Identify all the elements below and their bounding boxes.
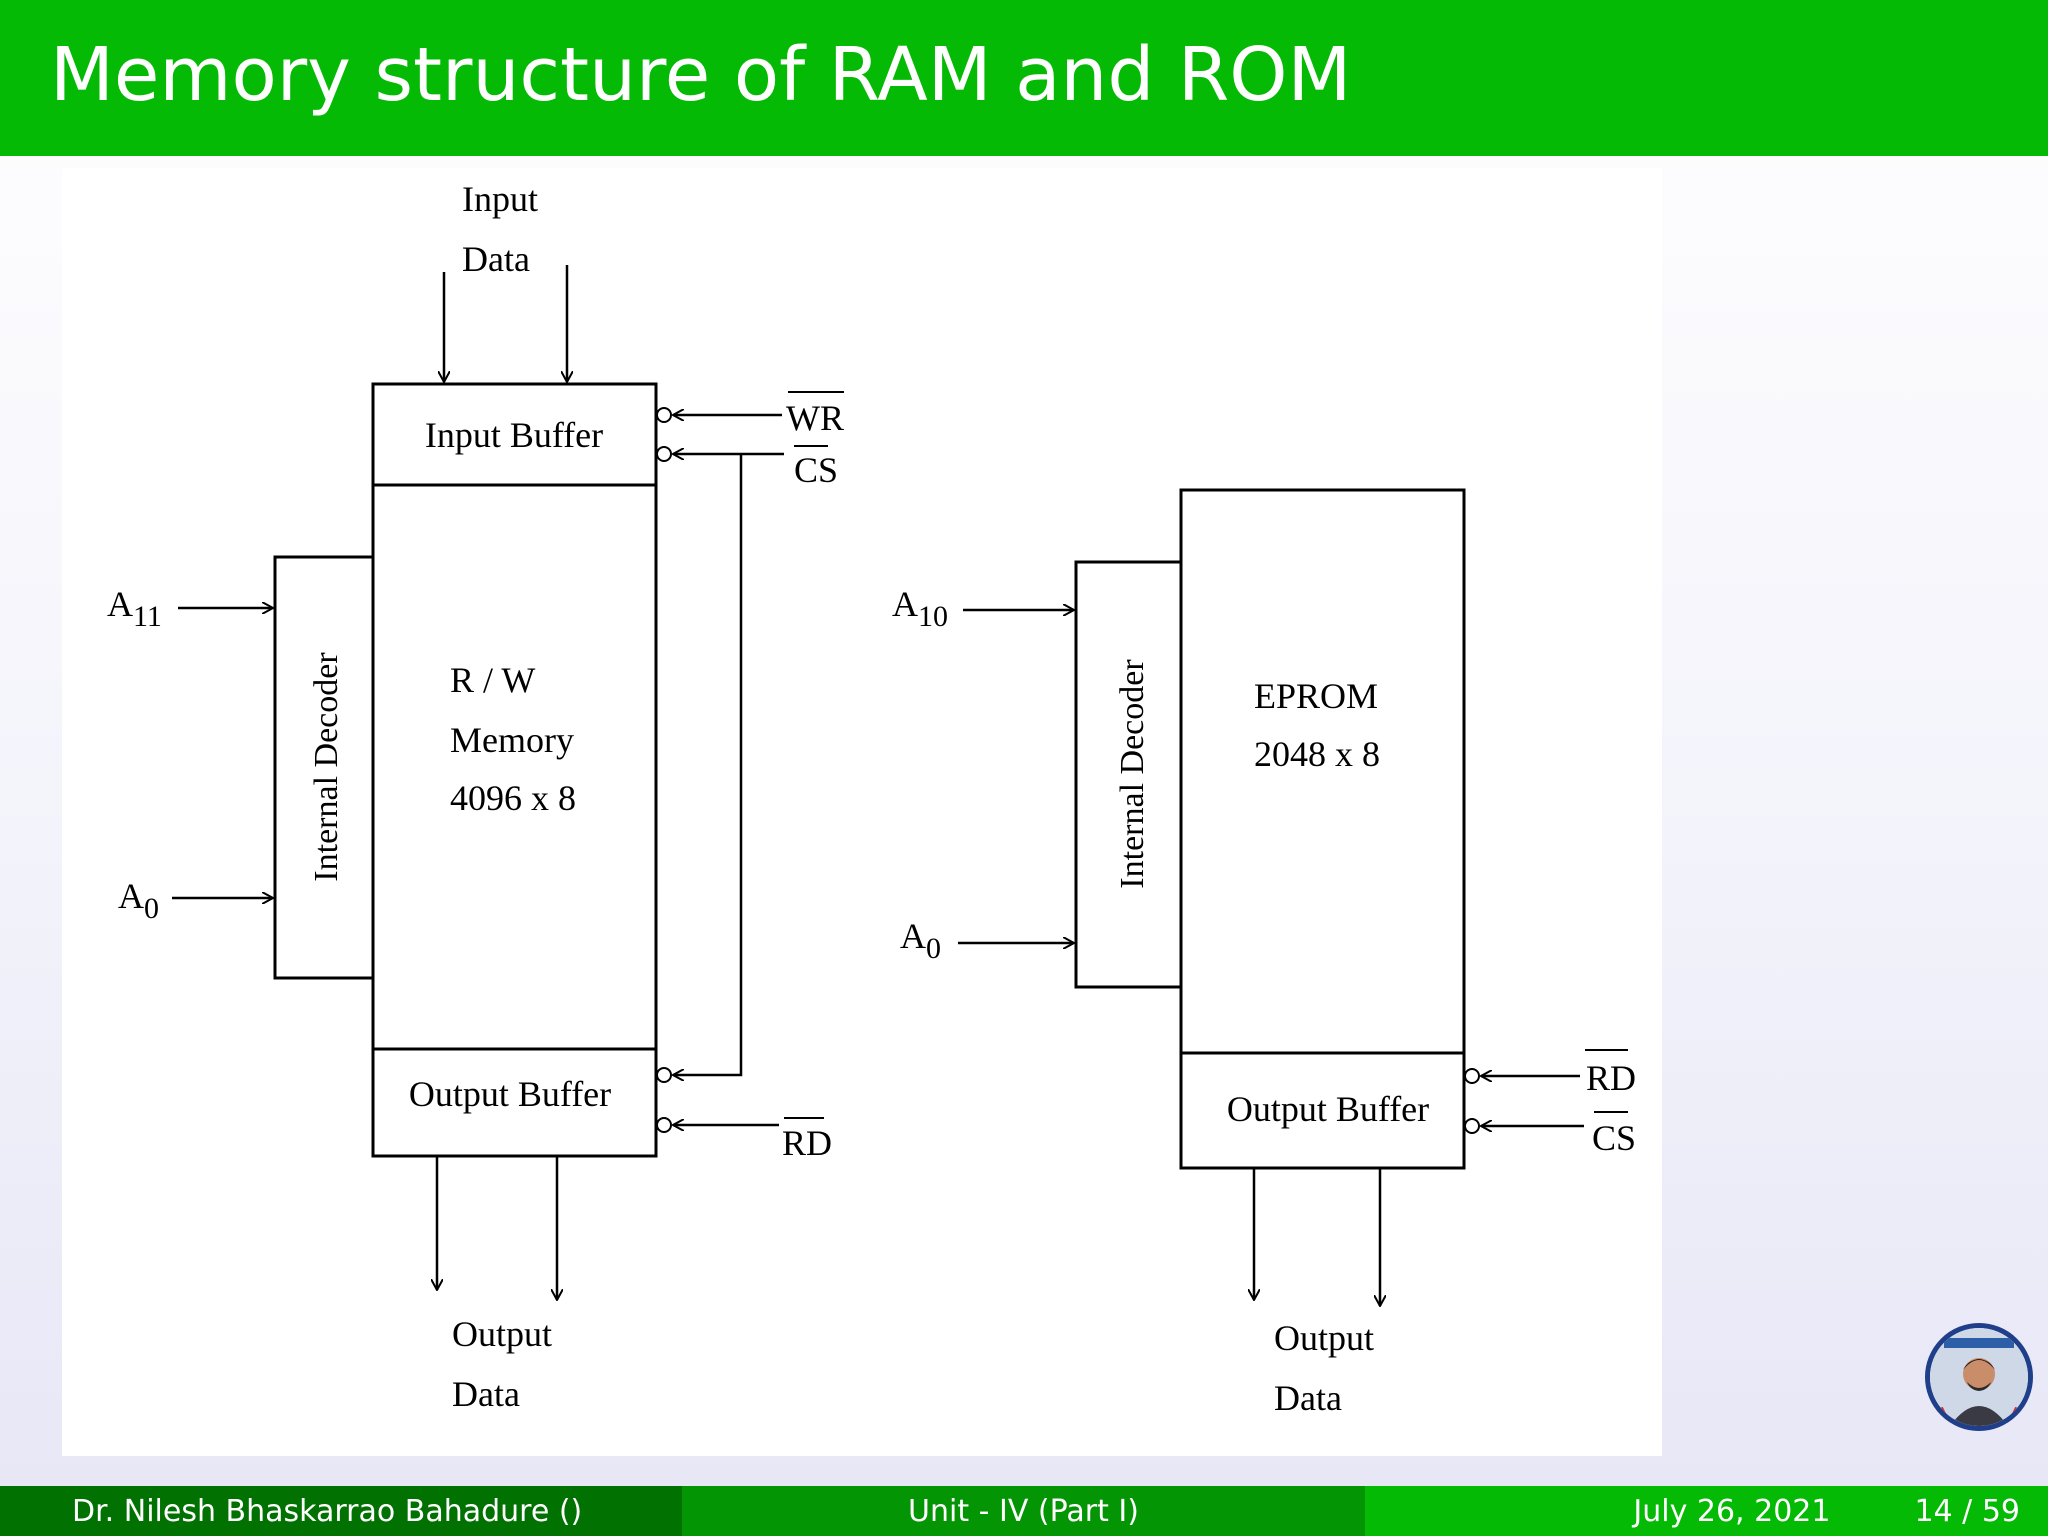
rom-a0-label: A0: [900, 916, 941, 965]
ram-memory-label-line2: Memory: [450, 720, 574, 760]
footer-date: July 26, 2021: [1633, 1493, 1831, 1529]
footer-author-section: Dr. Nilesh Bhaskarrao Bahadure (): [0, 1486, 682, 1536]
rom-rd-bubble: [1464, 1068, 1480, 1084]
ram-rd-bubble: [656, 1117, 672, 1133]
rom-cs-bubble: [1464, 1118, 1480, 1134]
ram-output-data-label-line1: Output: [452, 1314, 552, 1354]
rom-output-data-label-line2: Data: [1274, 1378, 1342, 1418]
presenter-photo: [1930, 1328, 2028, 1426]
ram-memory-label-line3: 4096 x 8: [450, 778, 576, 818]
ram-rd-label: RD: [782, 1123, 832, 1163]
ram-memory-block: [371, 382, 658, 1158]
footer-date-section: July 26, 2021 14 / 59: [1365, 1486, 2048, 1536]
footer-unit: Unit - IV (Part I): [908, 1493, 1139, 1529]
footer: Dr. Nilesh Bhaskarrao Bahadure () Unit -…: [0, 1486, 2048, 1536]
footer-author: Dr. Nilesh Bhaskarrao Bahadure (): [72, 1493, 583, 1529]
diagram-panel: Input Data Input Buffer Output Buffer R …: [62, 168, 1662, 1456]
slide-title: Memory structure of RAM and ROM: [50, 32, 1352, 118]
ram-input-data-label-line1: Input: [462, 179, 538, 219]
ram-a0-label: A0: [118, 876, 159, 925]
ram-input-data-label-line2: Data: [462, 239, 530, 279]
footer-page-number: 14 / 59: [1914, 1493, 2020, 1529]
rom-cs-label: CS: [1592, 1118, 1636, 1158]
title-bar: Memory structure of RAM and ROM: [0, 0, 2048, 156]
rom-rd-label: RD: [1586, 1058, 1636, 1098]
ram-wr-label: WR: [786, 398, 844, 438]
ram-memory-label-line1: R / W: [450, 660, 535, 700]
footer-unit-section: Unit - IV (Part I): [682, 1486, 1365, 1536]
rom-memory-block: [1179, 488, 1466, 1170]
memory-diagram: Input Data Input Buffer Output Buffer R …: [107, 179, 1636, 1418]
ram-wr-bubble: [656, 407, 672, 423]
ram-output-buffer-label: Output Buffer: [409, 1074, 611, 1114]
presenter-logo-icon: [1925, 1323, 2033, 1431]
ram-a11-label: A11: [107, 584, 162, 633]
ram-diagram: Input Data Input Buffer Output Buffer R …: [107, 179, 844, 1414]
ram-output-data-label-line2: Data: [452, 1374, 520, 1414]
rom-decoder-label: Internal Decoder: [1114, 659, 1151, 889]
rom-output-buffer-label: Output Buffer: [1227, 1089, 1429, 1129]
ram-cs-label: CS: [794, 450, 838, 490]
ram-internal-decoder: [273, 555, 375, 980]
rom-memory-label-line2: 2048 x 8: [1254, 734, 1380, 774]
ram-cs-feedback-line: [673, 454, 743, 1075]
ram-cs-bubble: [656, 446, 672, 462]
rom-diagram: Output Buffer EPROM 2048 x 8 Internal De…: [892, 488, 1636, 1418]
ram-output-cs-bubble: [656, 1067, 672, 1083]
rom-a10-label: A10: [892, 584, 948, 633]
rom-internal-decoder: [1074, 560, 1183, 989]
ram-decoder-label: Internal Decoder: [308, 652, 345, 882]
rom-output-data-label-line1: Output: [1274, 1318, 1374, 1358]
ram-input-buffer-label: Input Buffer: [425, 415, 603, 455]
rom-memory-label-line1: EPROM: [1254, 676, 1378, 716]
